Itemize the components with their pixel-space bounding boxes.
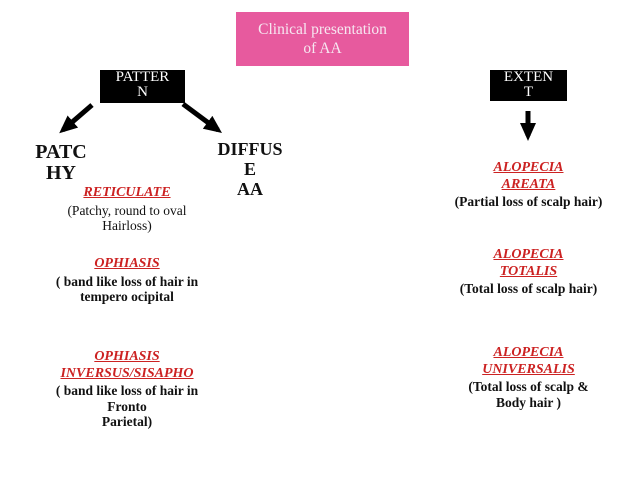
ophiasis-inversus-block: OPHIASIS INVERSUS/SISAPHO ( band like lo… [18, 349, 236, 430]
alopecia-universalis-desc: (Total loss of scalp & Body hair ) [468, 379, 589, 410]
ophiasis-inversus-desc: ( band like loss of hair in Fronto Parie… [55, 383, 199, 429]
alopecia-areata-heading: ALOPECIA AREATA [493, 160, 564, 192]
alopecia-totalis-desc: (Total loss of scalp hair) [459, 281, 598, 296]
pattern-left-arrow [59, 103, 94, 134]
extent-box: EXTEN T [490, 70, 567, 101]
diffuse-aa-label: DIFFUS E AA [217, 139, 283, 199]
reticulate-heading: RETICULATE [83, 185, 171, 200]
ophiasis-heading: OPHIASIS [94, 256, 160, 271]
reticulate-desc: (Patchy, round to oval Hairloss) [67, 202, 187, 234]
pattern-box: PATTER N [100, 70, 185, 103]
patchy-label: PATC HY [35, 141, 87, 184]
ophiasis-desc: ( band like loss of hair in tempero ocip… [55, 273, 199, 305]
alopecia-totalis-heading: ALOPECIA TOTALIS [493, 247, 564, 279]
alopecia-totalis-block: ALOPECIA TOTALIS (Total loss of scalp ha… [420, 247, 637, 297]
alopecia-universalis-heading: ALOPECIA UNIVERSALIS [482, 345, 575, 377]
ophiasis-block: OPHIASIS ( band like loss of hair in tem… [18, 256, 236, 305]
ophiasis-inversus-heading: OPHIASIS INVERSUS/SISAPHO [60, 349, 194, 381]
reticulate-block: RETICULATE (Patchy, round to oval Hairlo… [18, 185, 236, 234]
slide-title: Clinical presentation of AA [236, 12, 409, 66]
alopecia-universalis-block: ALOPECIA UNIVERSALIS (Total loss of scal… [420, 345, 637, 410]
pattern-right-arrow [181, 101, 223, 133]
alopecia-areata-block: ALOPECIA AREATA (Partial loss of scalp h… [420, 160, 637, 210]
alopecia-areata-desc: (Partial loss of scalp hair) [454, 194, 603, 209]
